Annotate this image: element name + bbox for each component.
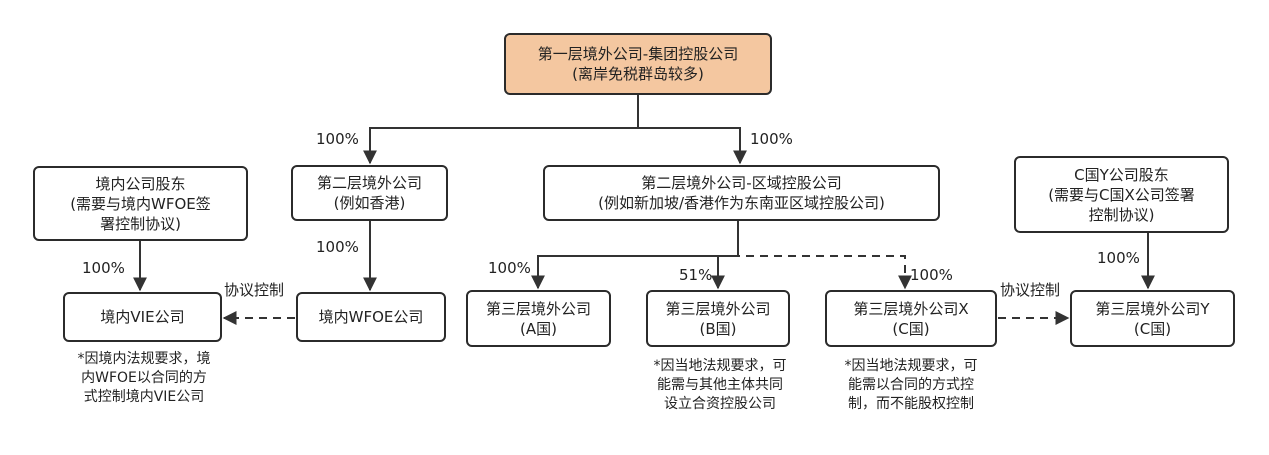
node-wfoe: 境内WFOE公司	[296, 292, 446, 342]
node-second-regional: 第二层境外公司-区域控股公司 (例如新加坡/香港作为东南亚区域控股公司)	[543, 165, 940, 221]
node-line: 第三层境外公司X	[853, 299, 969, 318]
edge-label-regional-to-x: 100%	[910, 266, 953, 284]
note-line: 能需以合同的方式控	[848, 377, 974, 393]
node-domestic-shareholder: 境内公司股东 (需要与境内WFOE签 署控制协议)	[33, 166, 248, 241]
edge-label-shareholder-to-vie: 100%	[82, 259, 125, 277]
node-third-x: 第三层境外公司X (C国)	[825, 290, 997, 347]
node-third-a: 第三层境外公司 (A国)	[466, 290, 611, 347]
note-line: 内WFOE以合同的方	[81, 370, 207, 386]
note-line: 式控制境内VIE公司	[83, 389, 205, 405]
node-line: 境内WFOE公司	[318, 308, 424, 326]
edge-label-regional-to-b: 51%	[679, 266, 713, 284]
node-line: 署控制协议)	[100, 214, 181, 233]
node-line: (A国)	[520, 319, 557, 338]
node-line: (例如香港)	[333, 194, 406, 212]
node-line: 第三层境外公司Y	[1095, 299, 1210, 318]
node-line: (C国)	[1133, 319, 1172, 338]
edge-label-wfoe-to-vie: 协议控制	[224, 281, 285, 299]
node-line: (例如新加坡/香港作为东南亚区域控股公司)	[598, 194, 885, 212]
node-line: (需要与C国X公司签署	[1048, 185, 1195, 204]
edge-regional-to-x	[718, 255, 912, 290]
note-line: 制，而不能股权控制	[848, 396, 974, 412]
node-line: (C国)	[892, 319, 930, 338]
node-line: 第二层境外公司-区域控股公司	[641, 174, 842, 192]
node-line: 境内公司股东	[95, 174, 186, 193]
node-line: 第三层境外公司	[485, 299, 591, 318]
node-group-holding: 第一层境外公司-集团控股公司 (离岸免税群岛较多)	[504, 33, 772, 95]
node-line: 境内VIE公司	[100, 308, 185, 326]
node-second-hk: 第二层境外公司 (例如香港)	[291, 165, 448, 221]
node-third-b: 第三层境外公司 (B国)	[646, 290, 790, 347]
node-line: 第一层境外公司-集团控股公司	[537, 45, 739, 63]
note-third-x: *因当地法规要求，可 能需以合同的方式控 制，而不能股权控制	[817, 357, 1005, 414]
node-line: (离岸免税群岛较多)	[572, 65, 704, 83]
edge-label-hk-to-wfoe: 100%	[316, 238, 359, 256]
node-country-c-shareholder: C国Y公司股东 (需要与C国X公司签署 控制协议)	[1014, 156, 1229, 233]
note-third-b: *因当地法规要求，可 能需与其他主体共同 设立合资控股公司	[626, 357, 814, 414]
node-line: 第二层境外公司	[316, 174, 422, 192]
edge-label-regional-to-a: 100%	[488, 259, 531, 277]
note-line: 设立合资控股公司	[664, 396, 776, 412]
node-line: (需要与境内WFOE签	[70, 194, 211, 213]
edge-group-to-regional	[638, 127, 747, 165]
note-line: *因当地法规要求，可	[653, 358, 787, 374]
node-line: 第三层境外公司	[665, 299, 771, 318]
edge-label-x-to-y: 协议控制	[1000, 281, 1061, 299]
node-line: C国Y公司股东	[1074, 165, 1169, 184]
node-line: 控制协议)	[1088, 205, 1155, 224]
edge-label-group-to-regional: 100%	[750, 130, 793, 148]
node-line: (B国)	[699, 319, 737, 338]
note-line: *因当地法规要求，可	[844, 358, 978, 374]
note-line: *因境内法规要求，境	[77, 351, 211, 367]
node-vie: 境内VIE公司	[63, 292, 222, 342]
edge-label-group-to-hk: 100%	[316, 130, 359, 148]
note-vie: *因境内法规要求，境 内WFOE以合同的方 式控制境内VIE公司	[50, 350, 238, 407]
edge-label-c-shareholder-to-y: 100%	[1097, 249, 1140, 267]
note-line: 能需与其他主体共同	[657, 377, 783, 393]
node-third-y: 第三层境外公司Y (C国)	[1070, 290, 1235, 347]
edge-group-to-hk	[363, 94, 639, 165]
